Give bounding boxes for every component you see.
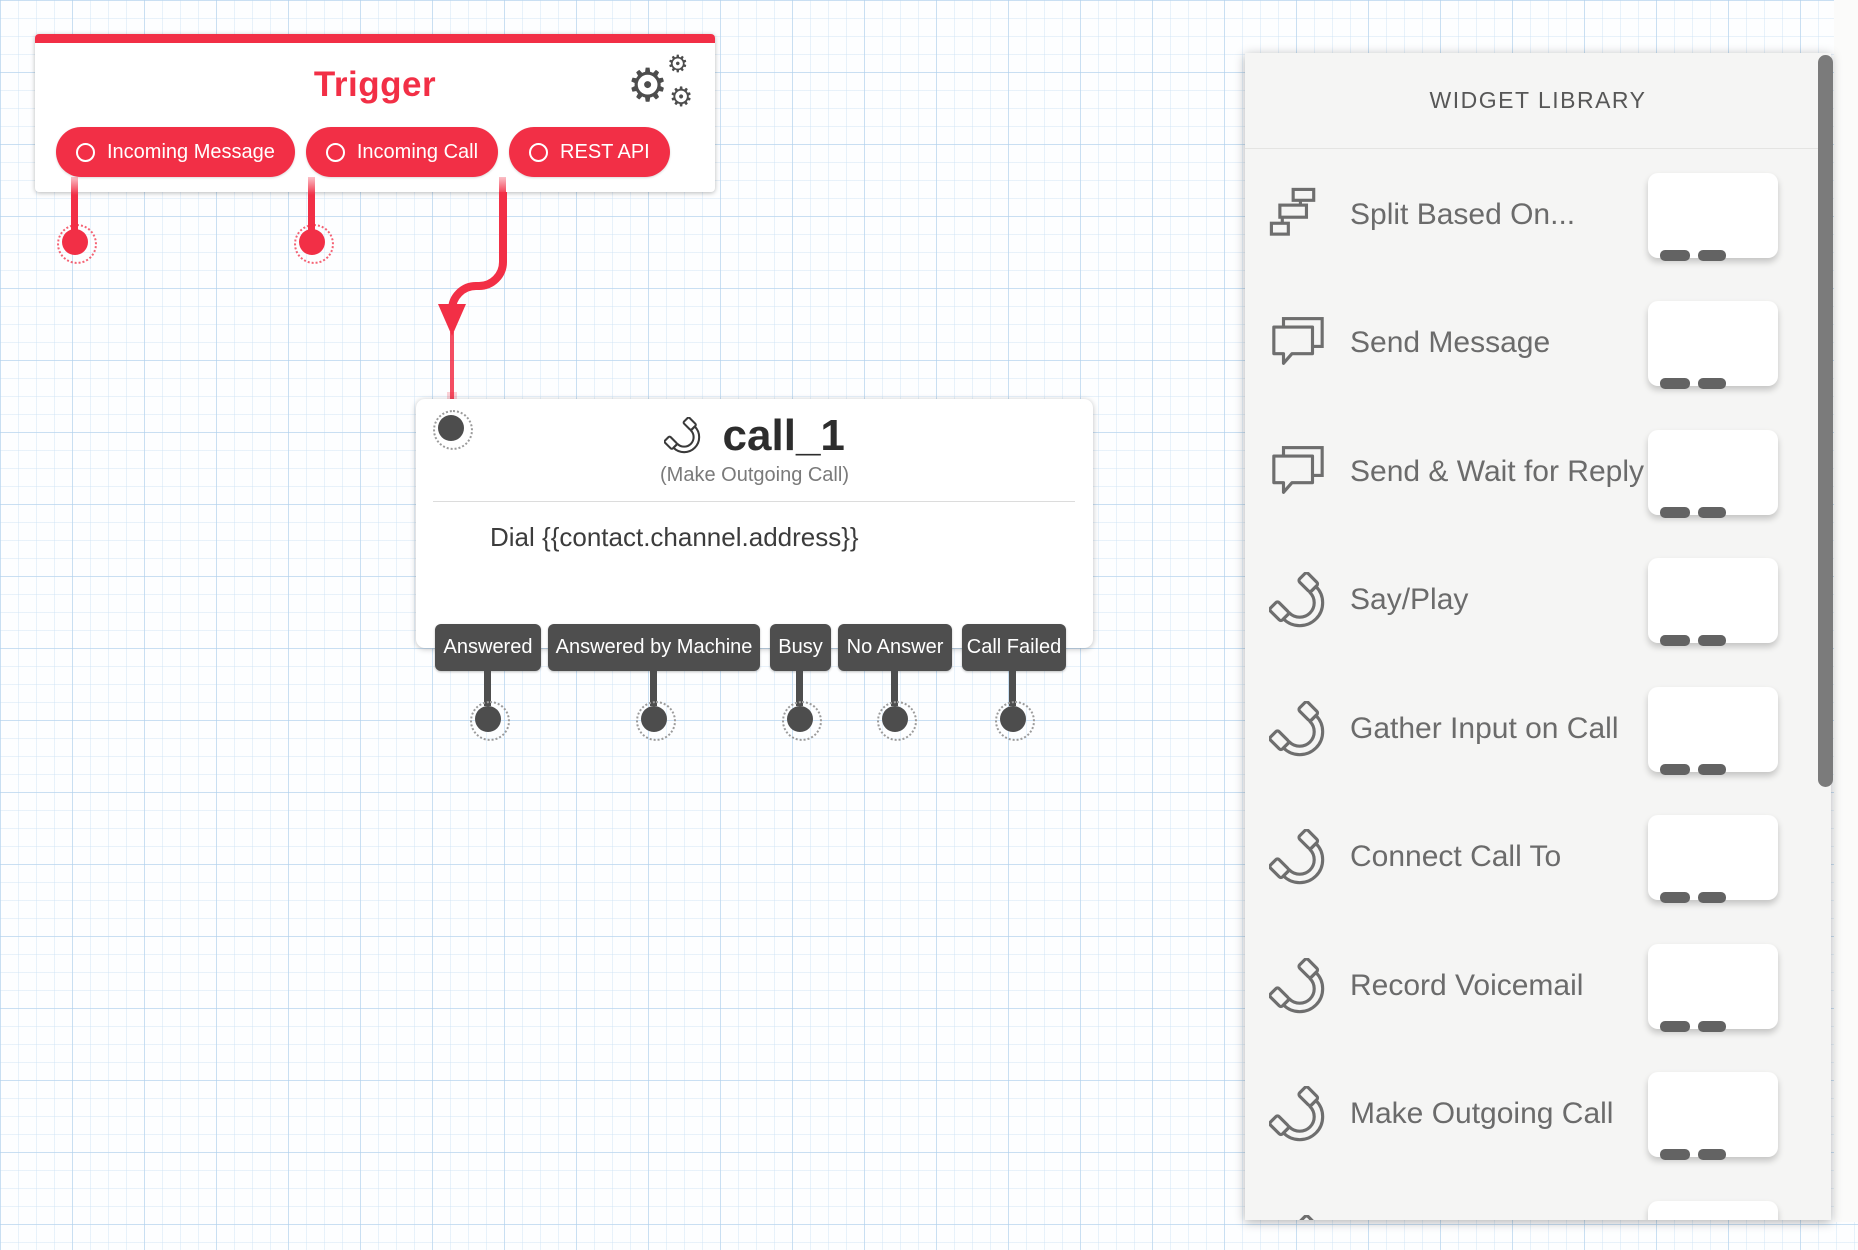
widget-inlet-dot[interactable] — [438, 415, 464, 441]
widget-thumbnail[interactable] — [1648, 558, 1778, 646]
library-item-record-voicemail[interactable]: Record Voicemail — [1245, 922, 1831, 1050]
answered-outlet-dot[interactable] — [475, 706, 501, 732]
transition-tab-no-answer: No Answer — [838, 624, 952, 671]
widget-body-text: Dial {{contact.channel.address}} — [490, 522, 859, 552]
widget-thumbnail[interactable] — [1648, 301, 1778, 389]
library-item-split-based-on[interactable]: Split Based On... — [1245, 151, 1831, 279]
library-item-say-play[interactable]: Say/Play — [1245, 536, 1831, 664]
transition-tab-call-failed: Call Failed — [962, 624, 1066, 671]
widget-header: call_1 — [416, 399, 1093, 461]
library-item-send-wait-for-reply[interactable]: Send & Wait for Reply — [1245, 408, 1831, 536]
transition-tab-answered: Answered — [435, 624, 541, 671]
outlet-ring — [470, 701, 510, 741]
scrollbar-thumb[interactable] — [1818, 55, 1833, 787]
widget-name: call_1 — [722, 411, 845, 460]
trigger-pill-rest-api[interactable]: REST API — [509, 127, 670, 177]
radio-circle-icon — [76, 142, 95, 162]
outlet-ring — [294, 224, 334, 264]
pill-label: Incoming Message — [107, 140, 275, 163]
transition-tab-busy: Busy — [770, 624, 831, 671]
phone-icon — [1269, 701, 1327, 759]
outlet-ring — [636, 701, 676, 741]
answered-by-machine-outlet-dot[interactable] — [641, 706, 667, 732]
trigger-pill-row: Incoming Message Incoming Call REST API — [56, 127, 670, 177]
widget-library-title: WIDGET LIBRARY — [1245, 53, 1831, 149]
widget-thumbnail[interactable] — [1648, 687, 1778, 775]
radio-circle-icon — [325, 142, 345, 162]
radio-circle-icon — [529, 142, 549, 162]
outlet-ring — [782, 701, 822, 741]
outlet-ring — [57, 224, 97, 264]
phone-icon — [1269, 1086, 1327, 1144]
outlet-ring — [995, 701, 1035, 741]
incoming-call-outlet-dot[interactable] — [299, 229, 325, 255]
inlet-ring — [433, 410, 473, 450]
call-1-widget[interactable]: call_1 (Make Outgoing Call) Dial {{conta… — [416, 399, 1093, 648]
widget-thumbnail[interactable] — [1648, 1201, 1778, 1220]
phone-icon — [664, 417, 702, 455]
pill-label: Incoming Call — [356, 140, 479, 163]
library-item-make-outgoing-call[interactable]: Make Outgoing Call — [1245, 1050, 1831, 1178]
connector-line — [71, 177, 78, 231]
connector-line — [484, 671, 491, 706]
widget-thumbnail[interactable] — [1648, 173, 1778, 261]
connector-line — [891, 671, 898, 706]
widget-thumbnail[interactable] — [1648, 430, 1778, 518]
trigger-accent-bar — [35, 34, 715, 43]
widget-thumbnail[interactable] — [1648, 944, 1778, 1032]
widget-type-label: (Make Outgoing Call) — [660, 464, 849, 486]
widget-thumbnail[interactable] — [1648, 1072, 1778, 1160]
phone-icon — [1269, 829, 1327, 887]
library-item-send-message[interactable]: Send Message — [1245, 279, 1831, 407]
call-failed-outlet-dot[interactable] — [1000, 706, 1026, 732]
no-answer-outlet-dot[interactable] — [882, 706, 908, 732]
trigger-widget[interactable]: Trigger ⚙ ⚙ ⚙ Incoming Message Incoming … — [35, 34, 715, 192]
widget-library-panel: WIDGET LIBRARY Split Based On... Send Me… — [1245, 53, 1831, 1220]
split-icon — [1269, 187, 1327, 245]
connector-line — [796, 671, 803, 706]
connector-line — [1009, 671, 1016, 706]
trigger-title: Trigger — [313, 65, 437, 104]
message-icon — [1269, 315, 1327, 373]
library-item-clipped[interactable] — [1245, 1179, 1831, 1220]
trigger-pill-incoming-call[interactable]: Incoming Call — [305, 127, 499, 177]
message-icon — [1269, 444, 1327, 502]
library-item-connect-call-to[interactable]: Connect Call To — [1245, 793, 1831, 921]
pill-label: REST API — [560, 140, 650, 163]
busy-outlet-dot[interactable] — [787, 706, 813, 732]
divider — [433, 501, 1075, 502]
settings-gears-icon[interactable]: ⚙ ⚙ ⚙ — [627, 50, 694, 113]
rest-api-connector-arrow — [438, 192, 507, 420]
widget-thumbnail[interactable] — [1648, 815, 1778, 903]
phone-icon — [1269, 958, 1327, 1016]
connector-line — [650, 671, 657, 706]
phone-icon — [1269, 1215, 1327, 1220]
library-item-gather-input-on-call[interactable]: Gather Input on Call — [1245, 665, 1831, 793]
connector-line — [308, 177, 315, 231]
scrollbar-track — [1834, 0, 1858, 1222]
transition-tab-answered-by-machine: Answered by Machine — [548, 624, 760, 671]
phone-icon — [1269, 572, 1327, 630]
incoming-message-outlet-dot[interactable] — [62, 229, 88, 255]
outlet-ring — [877, 701, 917, 741]
trigger-pill-incoming-message[interactable]: Incoming Message — [56, 127, 295, 177]
connector-line — [499, 177, 506, 194]
